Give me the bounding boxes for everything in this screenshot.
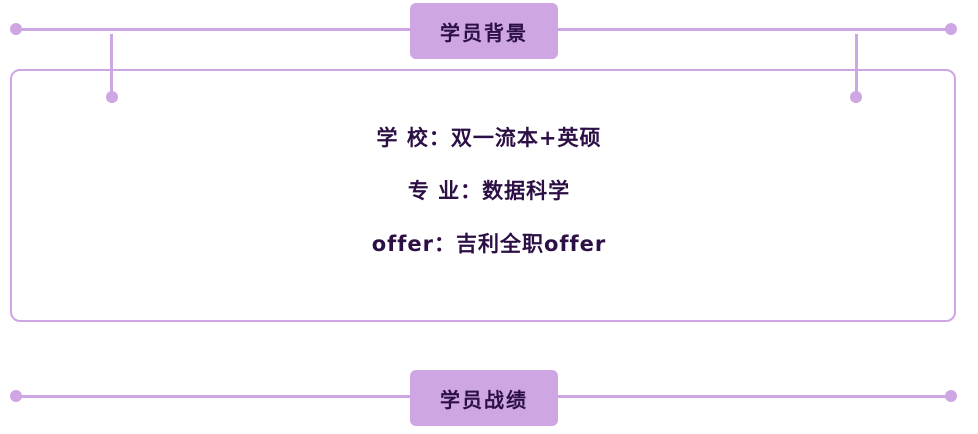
footer-dot-left xyxy=(10,390,22,402)
offer-line: offer：吉利全职offer xyxy=(371,232,607,256)
footer-line-right xyxy=(556,395,952,398)
header-dot-right xyxy=(945,23,957,35)
footer-line-left xyxy=(16,395,412,398)
section-title-results: 学员战绩 xyxy=(440,387,528,412)
footer-dot-right xyxy=(945,390,957,402)
section-title-badge-background: 学员背景 xyxy=(410,3,558,59)
connector-left xyxy=(110,34,113,96)
school-line: 学 校：双一流本+英硕 xyxy=(376,126,602,150)
major-line: 专 业：数据科学 xyxy=(407,179,571,203)
section-title-background: 学员背景 xyxy=(440,20,528,45)
student-background-card xyxy=(10,69,956,322)
connector-dot-right xyxy=(850,91,862,103)
header-line-right xyxy=(556,28,952,31)
header-dot-left xyxy=(10,23,22,35)
connector-right xyxy=(855,34,858,96)
header-line-left xyxy=(16,28,412,31)
section-title-badge-results: 学员战绩 xyxy=(410,370,558,426)
connector-dot-left xyxy=(106,91,118,103)
